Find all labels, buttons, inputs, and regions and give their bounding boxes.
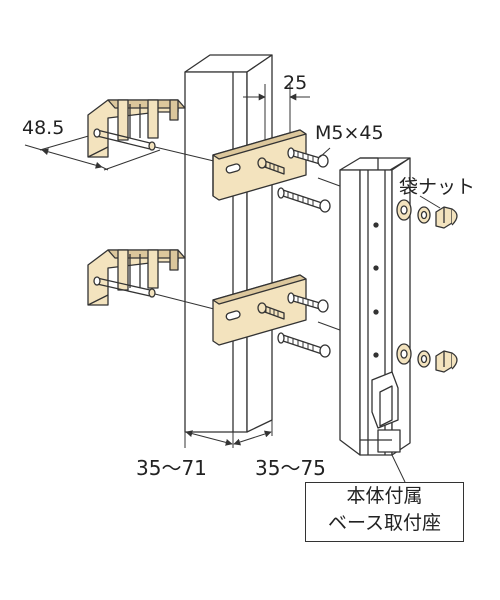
dimension-48-5 bbox=[24, 134, 161, 171]
label-post-depth: 35～75 bbox=[255, 456, 326, 480]
back-bracket-upper bbox=[87, 99, 186, 158]
cap-nut-lower bbox=[435, 350, 458, 373]
screw-upper-1 bbox=[257, 157, 285, 175]
screw-lower-2 bbox=[287, 292, 329, 313]
leader-lines bbox=[319, 147, 441, 483]
stud-upper-back bbox=[93, 128, 219, 163]
callout-line-2: ベース取付座 bbox=[327, 512, 442, 534]
label-cap-nut: 袋ナット bbox=[399, 176, 476, 198]
stud-lower-back bbox=[93, 276, 219, 311]
dimension-25 bbox=[243, 84, 310, 150]
screw-lower-1 bbox=[257, 302, 285, 320]
cap-nut-upper bbox=[435, 206, 458, 229]
screw-lower-3 bbox=[277, 332, 331, 358]
back-bracket-lower bbox=[87, 249, 186, 306]
dimension-post bbox=[184, 420, 273, 448]
washer-lower-1 bbox=[396, 343, 412, 365]
label-post-width: 35～71 bbox=[136, 456, 207, 480]
label-screw-size: M5×45 bbox=[315, 122, 384, 144]
washer-upper-2 bbox=[417, 206, 431, 224]
vertical-rail bbox=[339, 157, 411, 456]
screw-upper-3 bbox=[277, 187, 331, 213]
callout-line-1: 本体付属 bbox=[346, 485, 423, 507]
washer-upper-1 bbox=[396, 199, 412, 221]
callout-box: 本体付属 ベース取付座 bbox=[305, 482, 464, 542]
label-dimension-48-5: 48.5 bbox=[22, 117, 65, 139]
label-dimension-25: 25 bbox=[283, 72, 308, 94]
screw-upper-2 bbox=[287, 147, 329, 168]
square-post bbox=[184, 54, 273, 433]
washer-lower-2 bbox=[417, 350, 431, 368]
